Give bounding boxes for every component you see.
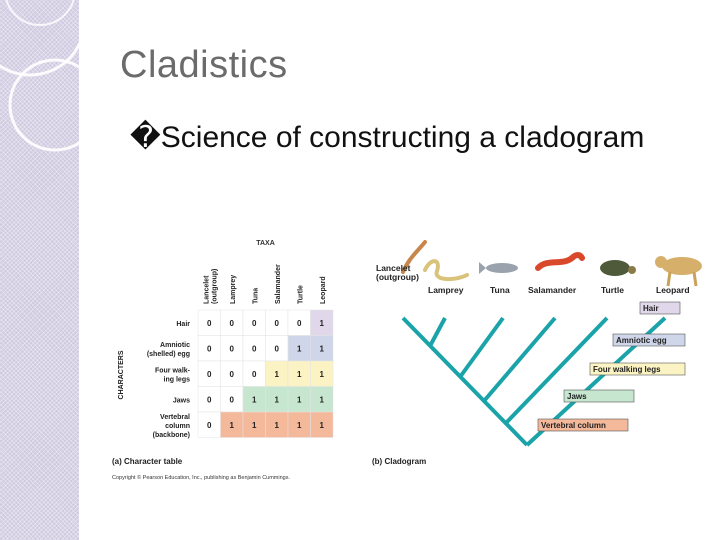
cladogram-branch <box>458 316 505 379</box>
character-bar <box>589 362 686 376</box>
leopard-leg-icon <box>666 271 672 287</box>
table-cell-value: 1 <box>230 421 235 430</box>
table-cell-value: 0 <box>252 370 257 379</box>
bullet-text: Science of constructing a cladogram <box>160 121 645 154</box>
table-cell-value: 1 <box>320 421 325 430</box>
table-cell-value: 0 <box>230 370 235 379</box>
leopard-icon <box>662 257 702 275</box>
table-column-header: Salamander <box>275 264 282 304</box>
table-cell-value: 1 <box>320 395 325 404</box>
lamprey-icon <box>423 259 469 282</box>
cladogram-trunk <box>401 316 529 447</box>
table-cell-value: 1 <box>297 344 302 353</box>
table-cell-value: 0 <box>207 370 212 379</box>
table-cell-value: 1 <box>297 370 302 379</box>
table-column-header: Turtle <box>297 285 304 304</box>
bullet-marker: � <box>130 121 161 154</box>
table-row-label: Four walk-ing legs <box>155 367 191 383</box>
slide-title: Cladistics <box>120 44 288 86</box>
table-cell-value: 1 <box>252 395 257 404</box>
turtle-head-icon <box>628 266 636 274</box>
character-bar-label: Vertebral column <box>541 421 606 430</box>
table-cell-value: 0 <box>207 395 212 404</box>
table-cell-value: 0 <box>230 395 235 404</box>
table-cell-value: 0 <box>230 319 235 328</box>
table-cell-value: 0 <box>275 319 280 328</box>
table-cell-value: 0 <box>207 344 212 353</box>
table-row-label: Jaws <box>173 397 190 404</box>
leopard-leg-icon <box>692 271 698 287</box>
salamander-icon <box>535 252 585 271</box>
taxa-header: TAXA <box>256 240 275 247</box>
table-cell-value: 0 <box>207 319 212 328</box>
cladogram-branch <box>482 316 557 403</box>
cladogram-taxon-label: Lamprey <box>428 285 464 295</box>
table-row-label: Amniotic(shelled) egg <box>147 342 190 358</box>
copyright-notice: Copyright © Pearson Education, Inc., pub… <box>112 474 290 481</box>
table-column-header: Lancelet(outgroup) <box>203 269 218 304</box>
table-cell <box>310 411 334 438</box>
decorative-rings <box>0 0 102 152</box>
table-cell-value: 0 <box>252 344 257 353</box>
character-bar <box>612 333 686 347</box>
table-cell-value: 0 <box>230 344 235 353</box>
table-cell-value: 0 <box>275 344 280 353</box>
table-cell-value: 0 <box>207 421 212 430</box>
table-cell-value: 1 <box>252 421 257 430</box>
table-cell-value: 1 <box>297 421 302 430</box>
table-cell-value: 1 <box>275 370 280 379</box>
cladogram-caption: (b) Cladogram <box>372 457 426 466</box>
cladistics-figure: TAXA Lancelet(outgroup) Lamprey Tuna Salaman… <box>112 240 702 481</box>
table-cell-value: 0 <box>297 319 302 328</box>
lancelet-icon <box>401 240 427 274</box>
cladogram-taxon-label: Salamander <box>528 285 577 295</box>
table-cell-value: 1 <box>275 421 280 430</box>
table-column-header: Leopard <box>320 276 327 304</box>
bullet-item: �Science of constructing a cladogram <box>130 120 644 155</box>
character-bar-label: Hair <box>643 304 659 313</box>
table-row-label: Hair <box>176 321 190 328</box>
table-cell-value: 0 <box>252 319 257 328</box>
character-bar-label: Four walking legs <box>593 365 661 374</box>
characters-axis-label: CHARACTERS <box>118 350 125 399</box>
table-cell-value: 1 <box>320 344 325 353</box>
character-bar-label: Amniotic egg <box>616 336 667 345</box>
tuna-icon <box>486 263 518 273</box>
turtle-icon <box>600 260 630 276</box>
table-cell-value: 1 <box>320 319 325 328</box>
character-bar <box>639 301 681 315</box>
character-bar <box>537 418 629 432</box>
table-cell-value: 1 <box>297 395 302 404</box>
cladogram-taxon-label: Turtle <box>601 285 624 295</box>
cladogram-taxon-label: Leopard <box>656 285 690 295</box>
cladogram-taxon-label: Tuna <box>490 285 510 295</box>
table-caption: (a) Character table <box>112 457 183 466</box>
table-column-header: Lamprey <box>230 275 237 304</box>
tuna-tail-icon <box>479 262 486 274</box>
character-bar-label: Jaws <box>567 392 587 401</box>
table-cell-value: 1 <box>275 395 280 404</box>
table-cell-value: 1 <box>320 370 325 379</box>
cladogram-branch <box>428 317 447 347</box>
cladogram-branch <box>504 316 609 425</box>
leopard-head-icon <box>655 256 667 268</box>
character-bar <box>563 389 635 403</box>
cladogram-taxon-label: Lancelet(outgroup) <box>376 263 419 282</box>
table-column-header: Tuna <box>252 288 259 304</box>
